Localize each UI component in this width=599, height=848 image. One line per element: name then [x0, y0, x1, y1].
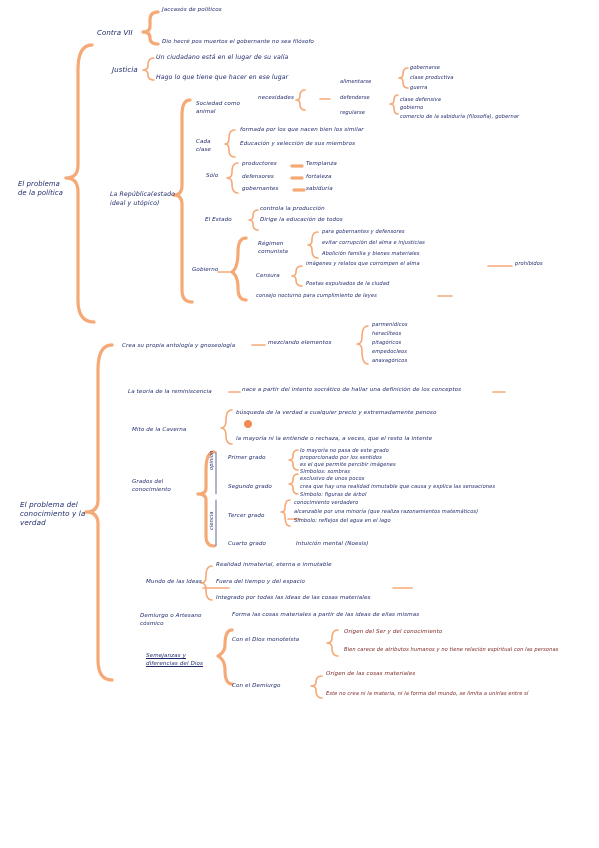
r1-mid: mezclando elementos: [268, 340, 332, 346]
r1-item-2: heraclíteos: [372, 331, 402, 337]
g4-label: Cuarto grado: [228, 541, 267, 547]
dios-label: Con el Dios monoteísta: [232, 637, 300, 643]
g1-item-3: es el que permite percibir imágenes: [300, 462, 396, 468]
dios-item-2: Bien carece de atributos humanos y no ti…: [344, 647, 559, 653]
dios-item-1: Origen del Ser y del conocimiento: [344, 629, 443, 635]
demiurgo-text: Forma las cosas materiales a partir de l…: [232, 612, 420, 618]
r1-item-4: empedocleos: [372, 349, 408, 355]
sec2-title: El problema del conocimiento y la verdad: [20, 500, 86, 527]
g1-label: Primer grado: [228, 455, 266, 461]
g1-item-1: lo mayoría no pasa de este grado: [300, 448, 389, 454]
g2-item-2: crea que hay una realidad inmutable que …: [300, 484, 496, 490]
regimen-item-1: para gobernantes y defensores: [322, 229, 405, 235]
ideas-item-1: Realidad inmaterial, eterna e inmutable: [216, 562, 332, 568]
need-out-1: gobernarse: [410, 65, 441, 71]
virtue-2: fortaleza: [306, 174, 332, 180]
need-out-5: gobierno: [400, 105, 424, 111]
estado-label: El Estado: [205, 217, 232, 223]
contra-label: Contra VII: [97, 29, 133, 37]
censura-out: prohibidos: [515, 261, 543, 267]
censura-label: Censura: [256, 273, 280, 279]
justicia-item-1: Un ciudadano está en el lugar de su valí…: [156, 54, 289, 61]
g2-item-1: exclusivo de unos pocos: [300, 476, 365, 482]
g1-item-4: Símbolos: sombras: [300, 469, 351, 475]
clases-item-2: Educación y selección de sus miembros: [240, 141, 356, 147]
red-marker: [244, 420, 252, 428]
sec1-title: El problema de la política: [18, 180, 70, 198]
dem-item-2: Este no crea ni la materia, ni la forma …: [326, 691, 529, 697]
r1-label: Crea su propia antología y gnoseología: [122, 343, 236, 349]
g3-label: Tercer grado: [228, 513, 265, 519]
virtue-3: sabiduría: [306, 186, 333, 192]
solo-label: Sólo: [206, 173, 219, 179]
r2-text: nace a partir del intento socrático de h…: [242, 387, 462, 393]
need-1: alimentarse: [340, 79, 372, 85]
contra-item-2: Dio hecré pos muertos el gobernante no s…: [162, 39, 314, 45]
g3-item-3: Símbolo: reflejos del agua en el lago: [294, 518, 391, 524]
sociedad-label: Sociedad como animal: [196, 101, 241, 115]
semejanzas-label: Semejanzas y diferencias del Dios: [146, 653, 204, 667]
contra-item-1: Jaccasós de políticos: [162, 7, 222, 13]
r1-item-3: pitagóricos: [372, 340, 402, 346]
grados-label: Grados del conocimiento: [132, 479, 171, 493]
consejo-text: consejo nocturno para cumplimiento de le…: [256, 293, 377, 299]
g2-label: Segundo grado: [228, 484, 272, 490]
censura-item-1: imágenes y relatos que corrompen el alma: [306, 261, 420, 267]
estado-item-2: Dirige la educación de todos: [260, 217, 343, 223]
ideas-item-3: Integrado por todas las ideas de las cos…: [216, 595, 371, 601]
need-out-6: comercio de la sabiduría (filosofía), go…: [400, 114, 520, 120]
regimen-label: Régimen comunista: [258, 241, 289, 255]
dem-label: Con el Demiurgo: [232, 683, 281, 689]
role-1: productores: [242, 161, 277, 167]
r2-label: La teoría de la reminiscencia: [128, 389, 212, 395]
necesidades-label: necesidades: [258, 95, 294, 101]
virtue-1: Templanza: [306, 161, 337, 167]
regimen-item-3: Abolición familia y bienes materiales: [322, 251, 420, 257]
role-2: defensores: [242, 174, 274, 180]
need-out-4: clase defensiva: [400, 97, 441, 103]
g1-item-2: proporcionado por los sentidos: [300, 455, 382, 461]
g3-item-1: conocimiento verdadero: [294, 500, 359, 506]
censura-item-2: Poetas expulsados de la ciudad: [306, 281, 390, 287]
need-2: defenderse: [340, 95, 370, 101]
gobierno-label: Gobierno: [192, 267, 219, 273]
r1-item-5: anaxagóricos: [372, 358, 408, 364]
r3-item-1: búsqueda de la verdad a cualquier precio…: [236, 410, 437, 416]
republica-label: La República(estado ideal y utópico): [110, 191, 175, 207]
justicia-label: Justicia: [112, 66, 138, 74]
estado-item-1: controla la producción: [260, 206, 325, 212]
r3-label: Mito de la Caverna: [132, 427, 187, 433]
grados-side-top: opinión: [209, 450, 215, 470]
need-3: regularse: [340, 110, 366, 116]
need-out-2: clase productiva: [410, 75, 454, 81]
g3-item-2: alcanzable por una minoría (que realiza …: [294, 509, 479, 515]
clases-label: Cada clase: [196, 139, 211, 153]
need-out-3: guerra: [410, 85, 428, 91]
ideas-item-2: Fuera del tiempo y del espacio: [216, 579, 305, 585]
ideas-label: Mundo de las Ideas: [146, 579, 202, 585]
g4-text: Intuición mental (Noesis): [296, 541, 369, 547]
clases-item-1: formada por los que nacen bien los simil…: [240, 127, 364, 133]
regimen-item-2: evitar corrupción del alma e injusticias: [322, 240, 425, 246]
dem-item-1: Origen de las cosas materiales: [326, 671, 416, 677]
role-3: gobernantes: [242, 186, 279, 192]
r1-item-1: parmenídicos: [372, 322, 408, 328]
demiurgo-label: Demiurgo o Artesano cósmico: [140, 613, 202, 627]
g2-item-3: Símbolo: figuras de árbol: [300, 492, 367, 498]
grados-side-bottom: ciencia: [209, 511, 215, 530]
justicia-item-2: Hago lo que tiene que hacer en ese lugar: [156, 74, 289, 81]
r3-item-2: la mayoría ni la entiende o rechaza, a v…: [236, 436, 433, 442]
